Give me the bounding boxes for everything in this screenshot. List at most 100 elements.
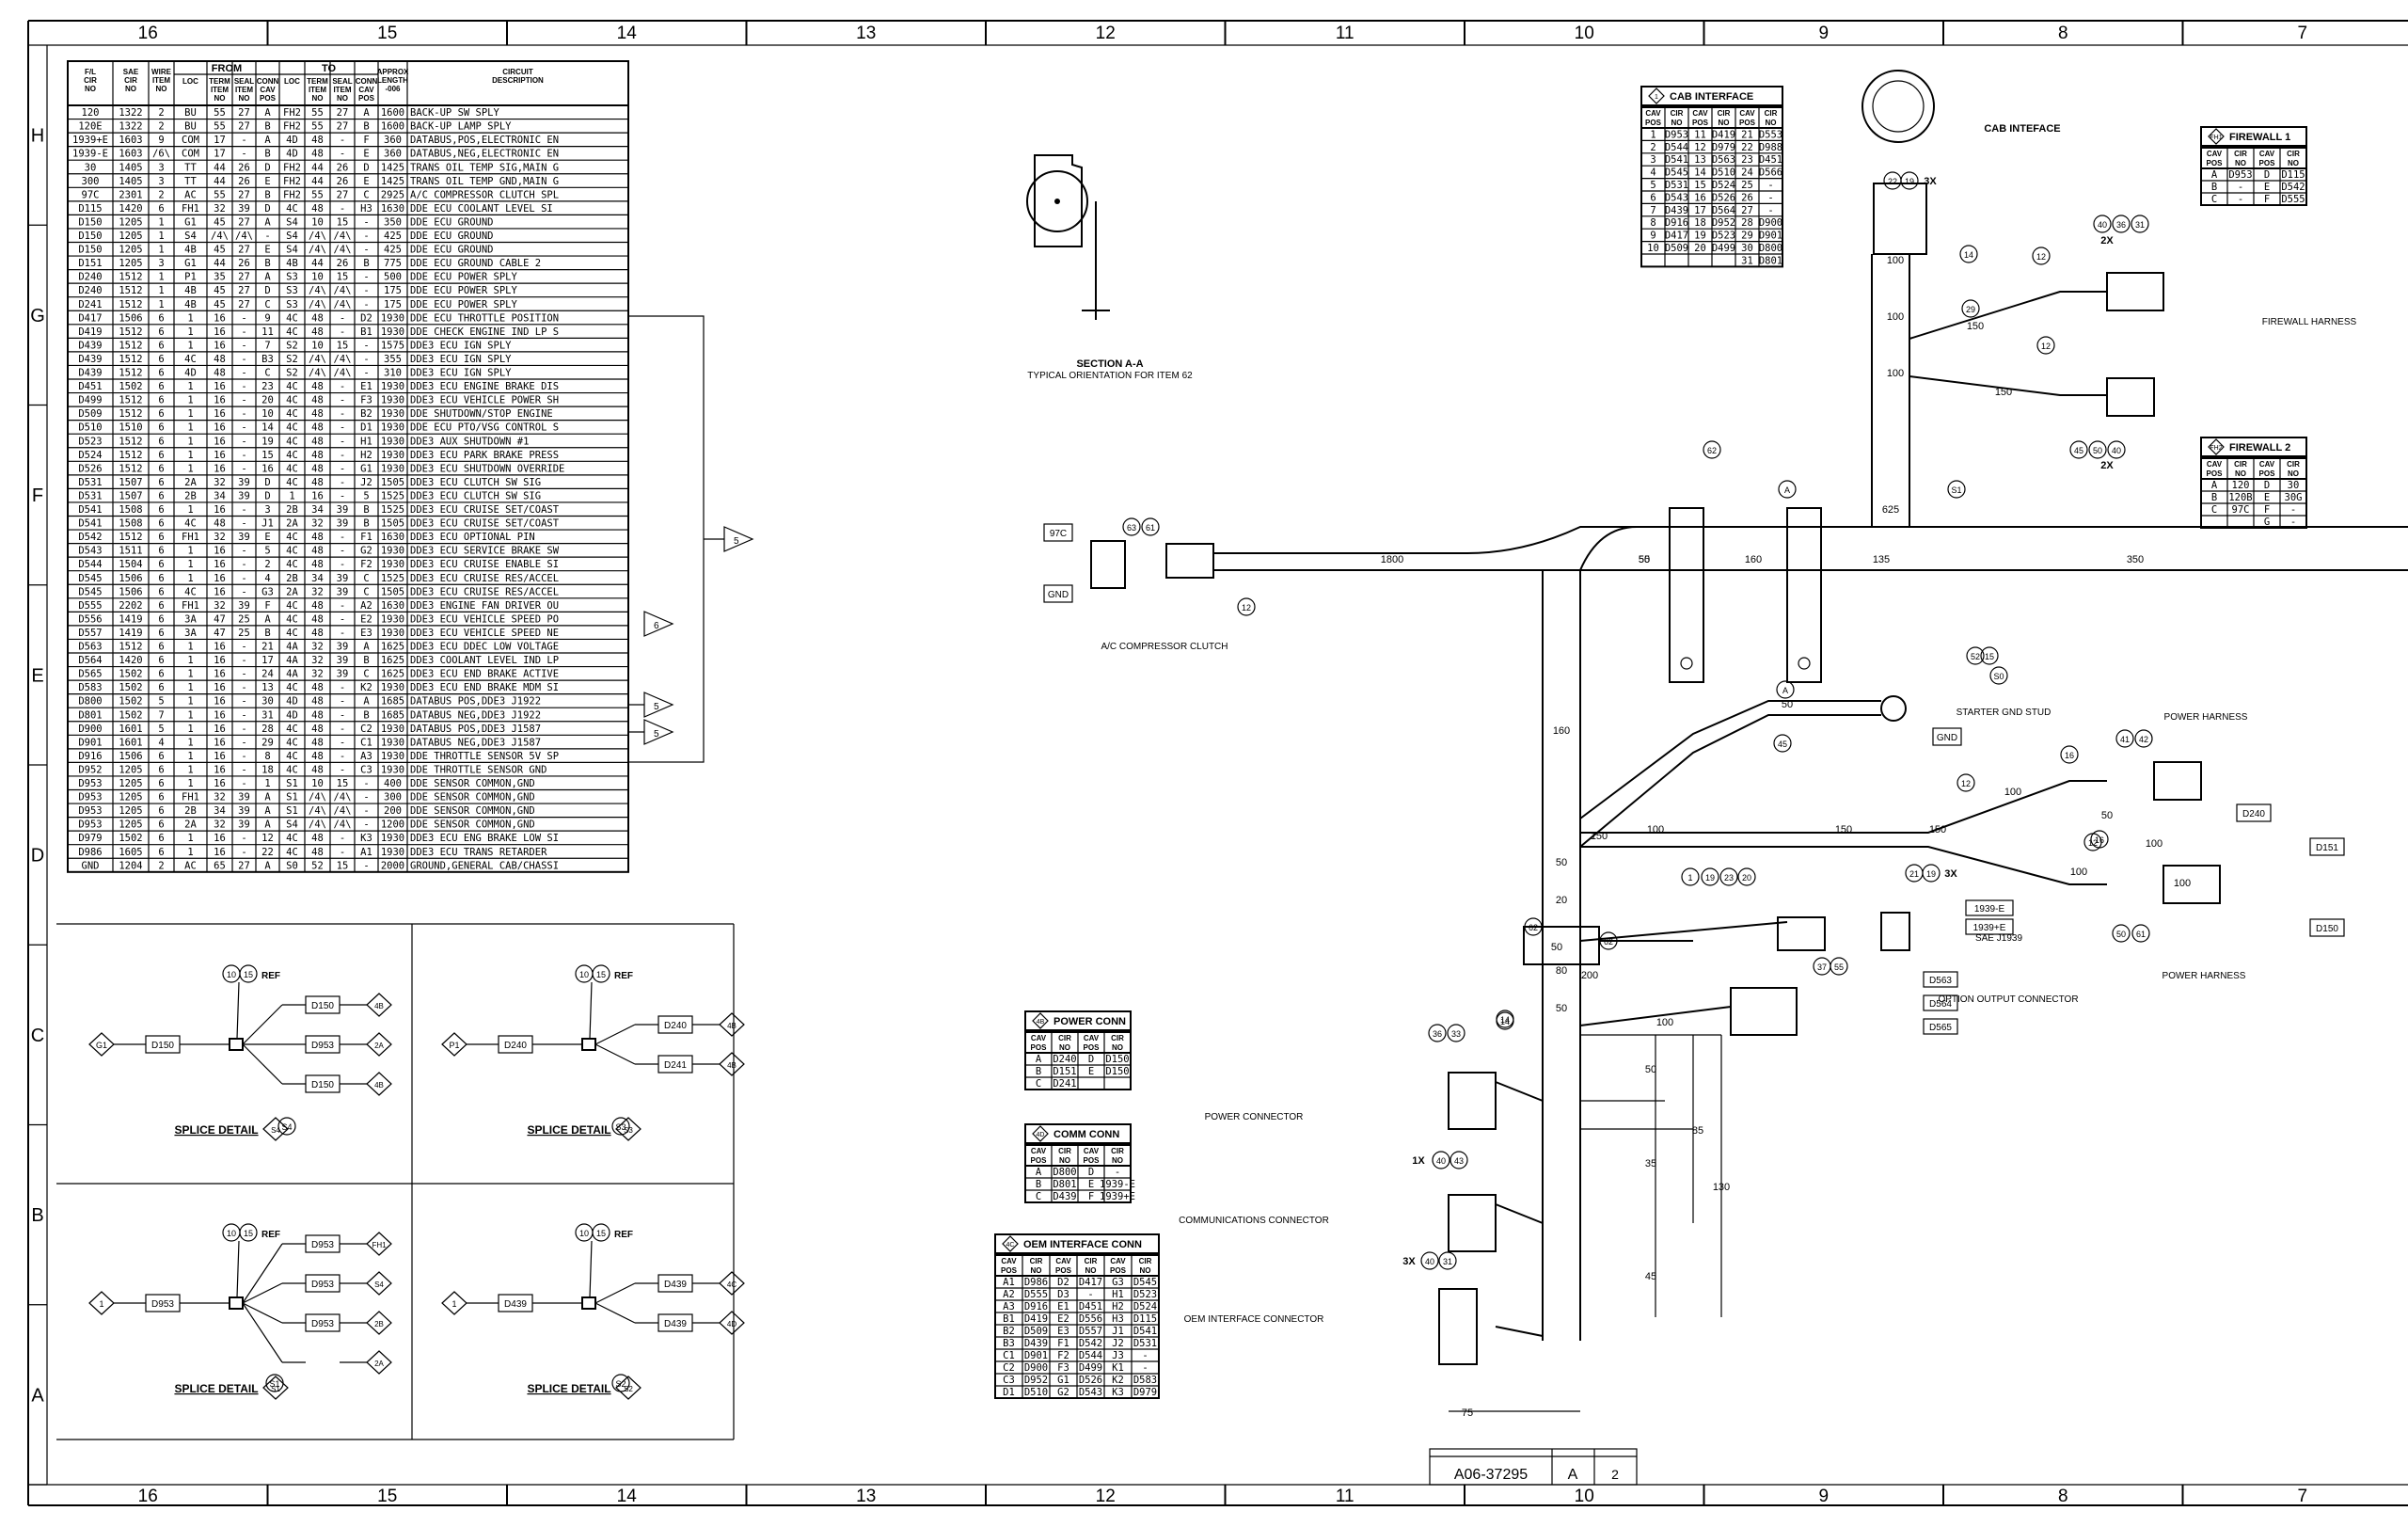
wire-table-cell: 1506 xyxy=(119,312,142,324)
item-callout-icon xyxy=(1496,1011,1514,1030)
wire-table-cell: 1 xyxy=(187,709,193,721)
section-subtitle: TYPICAL ORIENTATION FOR ITEM 62 xyxy=(1027,371,1193,381)
table-header: CAV xyxy=(1031,1147,1047,1155)
tag-diamond-icon xyxy=(1032,1125,1049,1142)
dest-tag: 4B xyxy=(727,1022,737,1030)
wire-table-cell: - xyxy=(241,847,246,858)
table-cell: D150 xyxy=(1105,1066,1129,1077)
table-tag: FH1 xyxy=(2210,135,2222,141)
wire-table-cell: 32 xyxy=(311,642,324,653)
wire-table-cell: 26 xyxy=(337,162,349,173)
wire-table-cell: 4C xyxy=(286,532,298,543)
wire-table-cell: 23 xyxy=(261,381,274,392)
table-header: CAV xyxy=(2259,150,2275,158)
wire-table-cell: DDE SENSOR COMMON,GND xyxy=(410,792,535,803)
wire-table-cell: 1625 xyxy=(381,669,404,680)
wire-table-cell: 16 xyxy=(214,709,226,721)
wire-table-cell: 1930 xyxy=(381,381,404,392)
wire-table-cell: 27 xyxy=(238,299,250,310)
wire-table-cell: S4 xyxy=(286,231,298,242)
wire-table-cell: A xyxy=(264,272,271,283)
wire-table-cell: 1505 xyxy=(381,586,404,597)
wire-table-cell: 6 xyxy=(158,642,164,653)
callout-text: 2X xyxy=(2100,235,2114,247)
wire-table-cell: B xyxy=(363,258,369,269)
table-cell: 30G xyxy=(2285,492,2303,503)
table-cell: D555 xyxy=(1024,1289,1048,1300)
table-header: CIR xyxy=(1058,1034,1071,1042)
wire-table-cell: /6\ xyxy=(152,149,170,160)
table-header: NO xyxy=(1766,119,1777,127)
wire-table-cell: 6 xyxy=(158,518,164,530)
wire-table-cell: 360 xyxy=(384,135,402,146)
wire-table-cell: 4C xyxy=(286,450,298,461)
wire-table-cell: DDE3 ECU DDEC LOW VOLTAGE xyxy=(410,642,559,653)
ref-item: 10 xyxy=(227,970,236,979)
splice-icon xyxy=(581,1296,596,1310)
callout-text: 3X xyxy=(1924,176,1937,187)
callout-text: 29 xyxy=(1966,305,1975,314)
callout-text: 62 xyxy=(1707,446,1717,455)
wire-table-cell: 1419 xyxy=(119,628,142,639)
wire-table-cell: 1502 xyxy=(119,669,142,680)
wire-table-cell: 48 xyxy=(311,463,324,474)
wire-table-cell: 2B xyxy=(184,805,197,817)
table-cell: G3 xyxy=(1112,1277,1124,1288)
wire-table-cell: 1 xyxy=(187,340,193,351)
wire-table-cell: DDE THROTTLE SENSOR GND xyxy=(410,764,547,775)
wire-table-cell: G1 xyxy=(360,463,372,474)
table-header: CAV xyxy=(1692,109,1708,118)
table-cell: 25 xyxy=(1741,180,1753,191)
callout-text: 19 xyxy=(1905,177,1914,186)
wire-table-cell: DDE3 ECU VEHICLE POWER SH xyxy=(410,395,559,406)
dimension-label: 100 xyxy=(2174,878,2191,889)
table-header: POS xyxy=(2207,159,2224,167)
d563-box xyxy=(1923,971,1958,988)
wire-table-cell: 48 xyxy=(311,600,324,612)
callout-text: 45 xyxy=(2074,446,2083,455)
wire-table-cell: 45 xyxy=(214,299,226,310)
table-header: NO xyxy=(1112,1043,1123,1052)
ac-gnd-box xyxy=(1043,584,1073,603)
wire-table-cell: 1 xyxy=(187,312,193,324)
wire-table-cell: 44 xyxy=(214,258,226,269)
wire-table-cell: 16 xyxy=(214,312,226,324)
wire-table-cell: 6 xyxy=(158,847,164,858)
wire-table-cell: - xyxy=(340,696,345,708)
zone-column-label: 12 xyxy=(1096,24,1116,43)
wire-table-cell: D151 xyxy=(78,258,102,269)
wire-table-cell: 175 xyxy=(384,285,402,296)
wire-table-cell: D1 xyxy=(360,422,372,434)
zone-column-label: 11 xyxy=(1336,1487,1354,1506)
table-cell: 8 xyxy=(1650,217,1656,229)
wire-table-cell: 16 xyxy=(214,696,226,708)
wire-table-cell: B3 xyxy=(261,354,274,365)
wire-table-cell: - xyxy=(363,245,369,256)
callout-text: 12 xyxy=(1242,603,1251,612)
wire-table-cell: 1630 xyxy=(381,600,404,612)
item-callout-icon xyxy=(1681,867,1700,886)
table-header: CAV xyxy=(1031,1034,1047,1042)
wire-table-cell: 1630 xyxy=(381,203,404,215)
table-cell: D439 xyxy=(1665,205,1688,216)
wire-table-cell: D439 xyxy=(78,340,102,351)
wire-table-cell: DDE ECU THROTTLE POSITION xyxy=(410,312,559,324)
wire-table-cell: DDE3 ECU ENG BRAKE LOW SI xyxy=(410,833,559,844)
wire-table-cell: /4\ xyxy=(309,245,326,256)
branch-wire: D953 xyxy=(311,1280,334,1290)
zone-row-label: A xyxy=(31,1385,44,1406)
wire-table-cell: 17 xyxy=(261,655,274,666)
wire-table-cell: E2 xyxy=(360,613,372,625)
wire-table-cell: DDE3 ENGINE FAN DRIVER OU xyxy=(410,600,559,612)
wire-table-cell: 16 xyxy=(214,340,226,351)
wire-table-cell: 39 xyxy=(337,669,349,680)
wire-table-cell: 2000 xyxy=(381,860,404,871)
dest-tag: 4B xyxy=(727,1061,737,1070)
wire-table-cell: D xyxy=(264,477,270,488)
table-cell: D979 xyxy=(1133,1387,1157,1398)
wire-table-cell: 1502 xyxy=(119,833,142,844)
wire-table-cell: - xyxy=(340,203,345,215)
wire-table-cell: D555 xyxy=(78,600,102,612)
